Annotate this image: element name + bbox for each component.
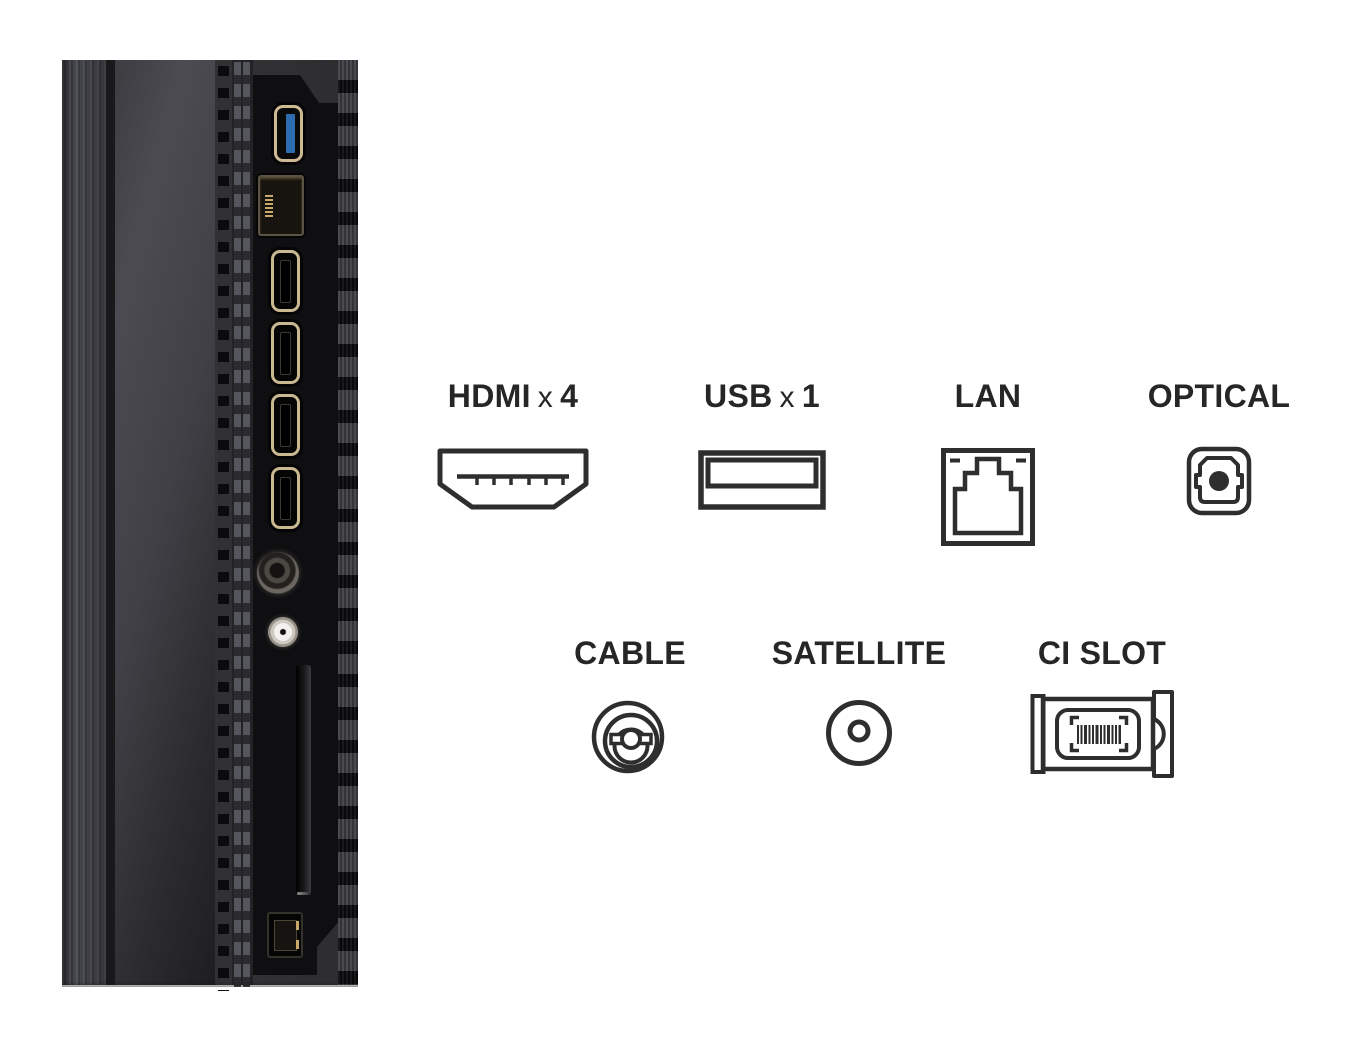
- lan-port-photo: [258, 175, 304, 236]
- optical-icon: [1186, 446, 1252, 516]
- tv-side-panel-photo: [62, 60, 358, 991]
- cable-icon: [591, 700, 665, 774]
- tv-right-vents: [338, 60, 358, 985]
- hdmi-port-4-photo: [271, 467, 300, 529]
- lan-group: LAN: [878, 378, 1098, 546]
- tv-vent-dashes: [232, 60, 253, 987]
- tv-bottom-edge: [62, 981, 358, 987]
- optical-label: OPTICAL: [1147, 378, 1291, 414]
- ci-slot-label: CI SLOT: [1037, 635, 1167, 671]
- ci-slot-photo: [296, 665, 311, 895]
- hdmi-port-3-photo: [271, 394, 300, 456]
- satellite-connector-photo: [268, 617, 298, 647]
- usb-tongue: [286, 114, 295, 153]
- lan-icon: [941, 448, 1035, 546]
- satellite-group: SATELLITE: [749, 635, 969, 769]
- satellite-label: SATELLITE: [771, 635, 947, 671]
- tv-groove: [106, 60, 115, 985]
- optical-port-photo: [267, 912, 303, 958]
- cable-label: CABLE: [574, 635, 686, 671]
- cable-group: CABLE: [520, 635, 740, 793]
- hdmi-port-2-photo: [271, 322, 300, 384]
- cable-connector-photo: [257, 552, 299, 594]
- ci-slot-group: CI SLOT: [992, 635, 1212, 781]
- lan-pins: [265, 195, 273, 219]
- tv-vent-holes: [215, 60, 232, 991]
- hdmi-port-1-photo: [271, 250, 300, 312]
- usb-icon: [698, 450, 826, 510]
- tv-ribbed-edge: [62, 60, 106, 985]
- optical-group: OPTICAL: [1109, 378, 1329, 516]
- usb-port-photo: [274, 105, 303, 162]
- lan-label: LAN: [954, 378, 1022, 414]
- satellite-icon: [826, 700, 892, 766]
- ci-slot-icon: [1030, 690, 1174, 778]
- tv-face: [115, 60, 215, 985]
- hdmi-icon: [437, 448, 589, 510]
